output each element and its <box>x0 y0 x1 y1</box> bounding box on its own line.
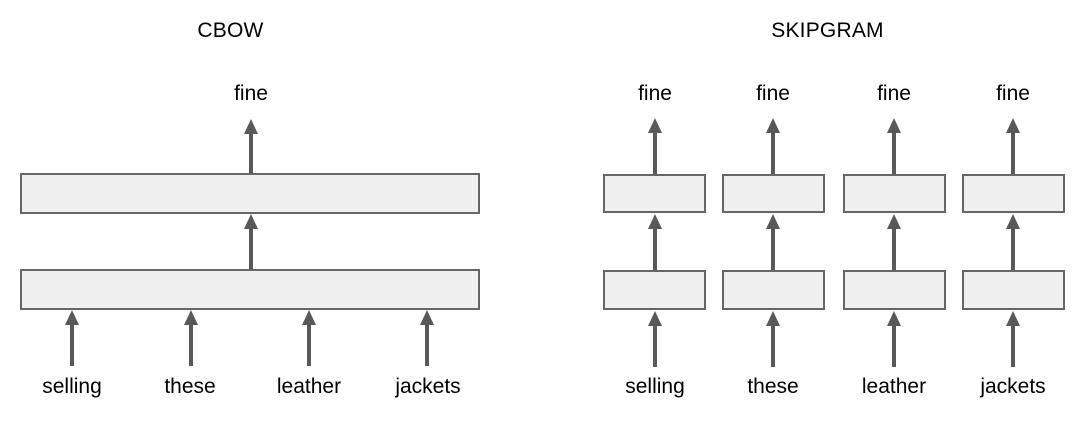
skipgram-input-arrow-icon-3 <box>885 311 903 367</box>
skipgram-input-arrow-icon-1 <box>646 311 664 367</box>
cbow-target-word-label: fine <box>234 82 268 105</box>
skipgram-input-arrow-icon-2 <box>764 311 782 367</box>
cbow-input-arrow-icon-4 <box>418 310 436 366</box>
skipgram-title: SKIPGRAM <box>771 19 884 42</box>
skipgram-output-layer-box-4 <box>962 174 1065 213</box>
skipgram-output-arrow-icon-4 <box>1004 118 1022 174</box>
cbow-context-word-label-3: leather <box>276 375 342 398</box>
cbow-context-word-label-1: selling <box>42 375 102 398</box>
skipgram-output-word-label-1: fine <box>638 82 672 105</box>
skipgram-input-word-label-1: selling <box>625 375 685 398</box>
cbow-input-arrow-icon-2 <box>182 310 200 366</box>
skipgram-hidden-to-output-arrow-icon-1 <box>646 214 664 270</box>
cbow-hidden-to-output-arrow-icon <box>242 214 260 270</box>
skipgram-input-word-label-2: these <box>747 375 799 398</box>
cbow-output-arrow-icon <box>242 119 260 175</box>
skipgram-input-word-label-4: jackets <box>980 375 1046 398</box>
skipgram-hidden-layer-box-4 <box>962 270 1065 310</box>
skipgram-output-arrow-icon-1 <box>646 118 664 174</box>
cbow-input-arrow-icon-1 <box>63 310 81 366</box>
skipgram-output-word-label-2: fine <box>756 82 790 105</box>
skipgram-output-arrow-icon-2 <box>764 118 782 174</box>
skipgram-output-word-label-4: fine <box>996 82 1030 105</box>
skipgram-hidden-to-output-arrow-icon-3 <box>885 214 903 270</box>
skipgram-output-word-label-3: fine <box>877 82 911 105</box>
skipgram-output-layer-box-3 <box>843 174 946 213</box>
skipgram-hidden-layer-box-2 <box>722 270 825 310</box>
cbow-hidden-layer-box <box>20 269 480 310</box>
skipgram-output-layer-box-2 <box>722 174 825 213</box>
skipgram-hidden-layer-box-1 <box>603 270 706 310</box>
skipgram-hidden-to-output-arrow-icon-2 <box>764 214 782 270</box>
skipgram-output-layer-box-1 <box>603 174 706 213</box>
skipgram-hidden-to-output-arrow-icon-4 <box>1004 214 1022 270</box>
skipgram-input-arrow-icon-4 <box>1004 311 1022 367</box>
skipgram-output-arrow-icon-3 <box>885 118 903 174</box>
cbow-context-word-label-2: these <box>164 375 216 398</box>
skipgram-panel: SKIPGRAM fine selling fine <box>543 0 1086 438</box>
skipgram-hidden-layer-box-3 <box>843 270 946 310</box>
skipgram-input-word-label-3: leather <box>861 375 927 398</box>
cbow-panel: CBOW fine <box>20 19 480 398</box>
cbow-context-word-label-4: jackets <box>395 375 461 398</box>
cbow-title: CBOW <box>197 19 264 42</box>
cbow-output-layer-box <box>20 173 480 214</box>
cbow-input-arrow-icon-3 <box>300 310 318 366</box>
